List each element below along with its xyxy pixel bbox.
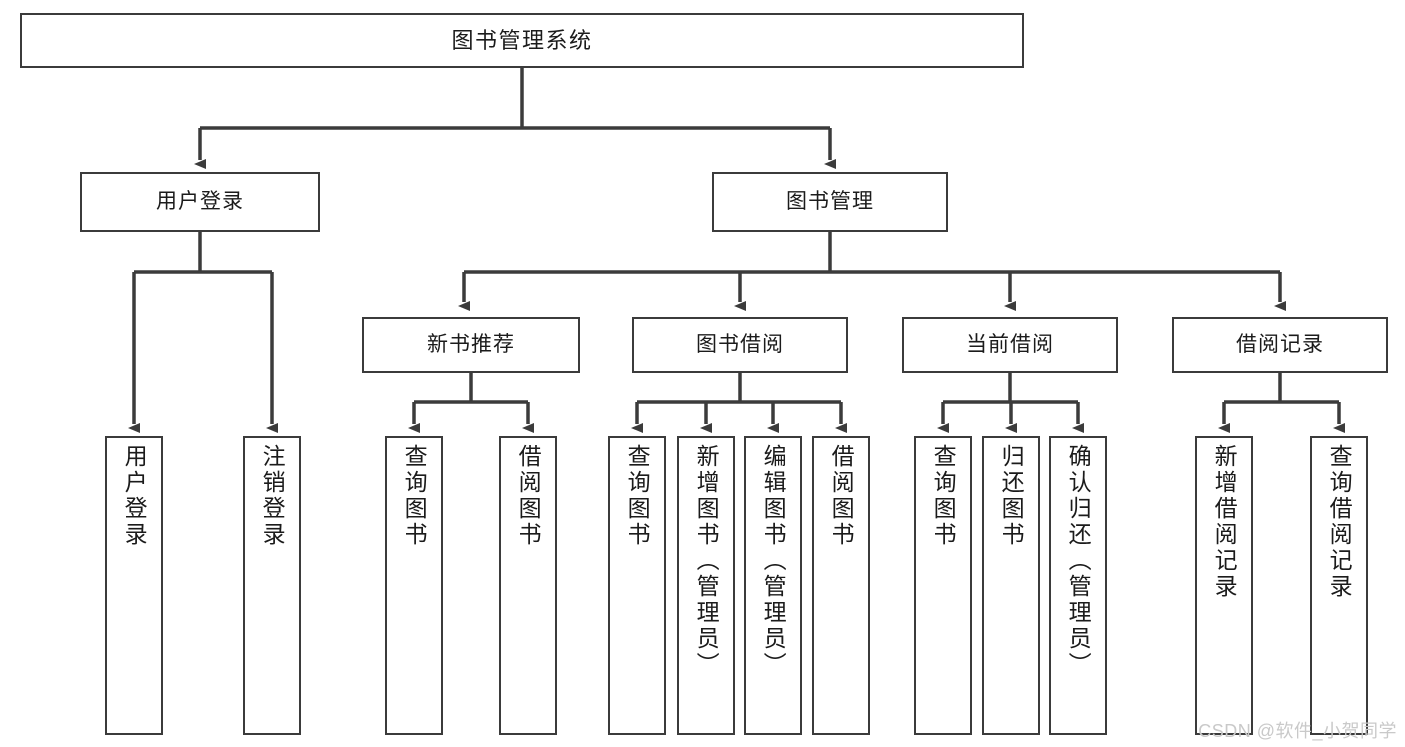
node-leaf-add-borrow-record[interactable]: 新增借阅记录: [1195, 436, 1253, 735]
node-label: 新书推荐: [427, 332, 515, 356]
node-label: 注销登录: [259, 444, 286, 548]
node-label: 当前借阅: [966, 332, 1054, 356]
node-label: 确认归还（管理员）: [1065, 444, 1092, 678]
node-label: 查询图书: [401, 444, 428, 548]
node-leaf-query-book-current[interactable]: 查询图书: [914, 436, 972, 735]
node-leaf-return-book[interactable]: 归还图书: [982, 436, 1040, 735]
node-label: 查询借阅记录: [1326, 444, 1353, 600]
csdn-watermark: CSDN @软件_小贺同学: [1198, 721, 1397, 741]
node-label: 用户登录: [121, 444, 148, 548]
node-label: 借阅图书: [515, 444, 542, 548]
node-label: 借阅图书: [828, 444, 855, 548]
node-user-login[interactable]: 用户登录: [80, 172, 320, 232]
node-borrow-record[interactable]: 借阅记录: [1172, 317, 1388, 373]
node-label: 归还图书: [998, 444, 1025, 548]
node-root-book-management-system[interactable]: 图书管理系统: [20, 13, 1024, 68]
node-leaf-borrow-book-recommend[interactable]: 借阅图书: [499, 436, 557, 735]
node-label: 图书管理系统: [451, 27, 593, 53]
node-leaf-borrow-book-borrow[interactable]: 借阅图书: [812, 436, 870, 735]
node-label: 新增图书（管理员）: [693, 444, 720, 678]
node-label: 图书管理: [786, 189, 874, 213]
node-leaf-query-book-borrow[interactable]: 查询图书: [608, 436, 666, 735]
node-leaf-confirm-return-admin[interactable]: 确认归还（管理员）: [1049, 436, 1107, 735]
node-book-management[interactable]: 图书管理: [712, 172, 948, 232]
node-label: 编辑图书（管理员）: [760, 444, 787, 678]
node-label: 借阅记录: [1236, 332, 1324, 356]
node-leaf-user-login[interactable]: 用户登录: [105, 436, 163, 735]
node-new-book-recommend[interactable]: 新书推荐: [362, 317, 580, 373]
node-label: 用户登录: [156, 189, 244, 213]
node-label: 查询图书: [624, 444, 651, 548]
node-leaf-logout-login[interactable]: 注销登录: [243, 436, 301, 735]
node-leaf-query-borrow-record[interactable]: 查询借阅记录: [1310, 436, 1368, 735]
node-label: 新增借阅记录: [1211, 444, 1238, 600]
node-current-borrow[interactable]: 当前借阅: [902, 317, 1118, 373]
node-book-borrow[interactable]: 图书借阅: [632, 317, 848, 373]
node-label: 图书借阅: [696, 332, 784, 356]
node-label: 查询图书: [930, 444, 957, 548]
node-leaf-query-book-recommend[interactable]: 查询图书: [385, 436, 443, 735]
node-leaf-add-book-admin[interactable]: 新增图书（管理员）: [677, 436, 735, 735]
node-leaf-edit-book-admin[interactable]: 编辑图书（管理员）: [744, 436, 802, 735]
